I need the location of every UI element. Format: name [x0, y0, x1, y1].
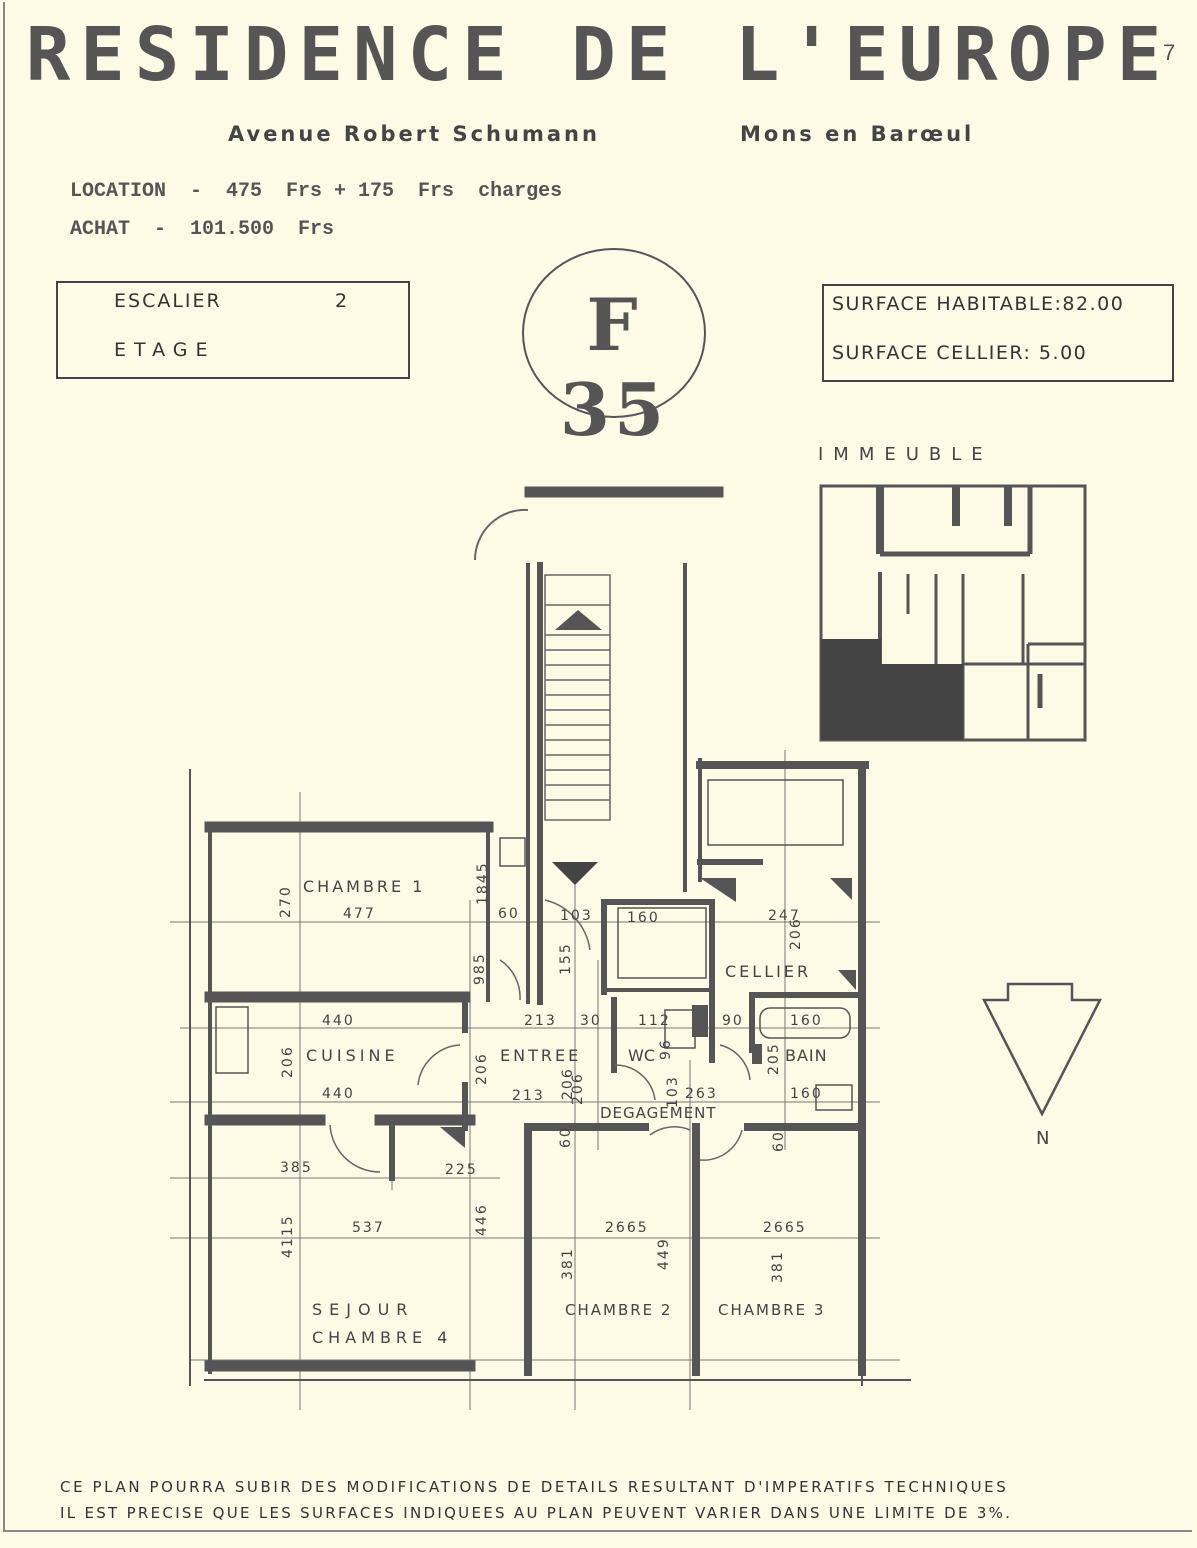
dim-label: 103 — [560, 908, 593, 924]
kitchen-sink-icon — [215, 1006, 249, 1074]
dim-label: 30 — [580, 1013, 602, 1029]
surface-box — [822, 284, 1174, 382]
storage-box — [707, 779, 844, 846]
dim-label: 247 — [768, 908, 801, 924]
escalier-label: ESCALIER — [114, 290, 222, 312]
apartment-type: F 35 — [559, 282, 669, 452]
dim-label: 440 — [322, 1013, 355, 1029]
staircase — [544, 574, 611, 821]
escalier-value: 2 — [335, 290, 350, 312]
dim-label: 60 — [771, 1130, 787, 1152]
walls — [189, 486, 911, 1386]
dim-label: 206 — [280, 1045, 296, 1078]
room-chambre1: CHAMBRE 1 — [303, 877, 425, 896]
dim-label: 225 — [445, 1162, 478, 1178]
dim-label: 206 — [560, 1067, 576, 1100]
apartment-type-stamp — [522, 248, 706, 418]
city: Mons en Barœul — [740, 122, 975, 146]
dim-label: 385 — [280, 1160, 313, 1176]
dim-label: 60 — [498, 906, 520, 922]
ducts — [440, 878, 856, 1148]
immeuble-label: IMMEUBLE — [818, 444, 993, 465]
surface-habitable: SURFACE HABITABLE:82.00 — [832, 293, 1125, 315]
dim-label: 985 — [472, 952, 488, 985]
north-arrow-icon — [981, 982, 1103, 1117]
dim-label: 381 — [560, 1247, 576, 1280]
purchase-price: ACHAT - 101.500 Frs — [70, 218, 335, 241]
landing-door-swing — [473, 508, 529, 561]
key-plan-highlight — [821, 639, 881, 740]
room-entree: ENTREE — [500, 1046, 581, 1065]
document-title: RESIDENCE DE L'EUROPE — [25, 12, 1172, 98]
dim-label: 206 — [570, 1072, 586, 1105]
fixtures — [215, 779, 853, 1111]
etage-label: ETAGE — [114, 339, 216, 361]
page-number: 7 — [1163, 40, 1176, 65]
dim-label: 160 — [790, 1086, 823, 1102]
dim-label: 155 — [558, 942, 574, 975]
dim-label: 1845 — [475, 861, 491, 905]
north-label: N — [1036, 1128, 1050, 1149]
room-sejour: SEJOUR — [312, 1300, 414, 1319]
dim-label: 103 — [665, 1075, 681, 1108]
room-chambre3: CHAMBRE 3 — [718, 1301, 825, 1319]
dim-label: 112 — [638, 1013, 671, 1029]
dimension-lines — [170, 750, 900, 1410]
dim-label: 4115 — [280, 1214, 296, 1258]
dim-label: 213 — [524, 1013, 557, 1029]
stair-up-arrow-icon — [555, 610, 602, 630]
entrance-arrow-icon — [552, 862, 598, 885]
dim-label: 96 — [658, 1038, 674, 1060]
disclaimer-line-1: CE PLAN POURRA SUBIR DES MODIFICATIONS D… — [60, 1478, 1009, 1496]
room-chambre4: CHAMBRE 4 — [312, 1328, 452, 1347]
dim-label: 263 — [685, 1086, 718, 1102]
dim-label: 60 — [558, 1126, 574, 1148]
disclaimer-line-2: IL EST PRECISE QUE LES SURFACES INDIQUEE… — [60, 1504, 1013, 1522]
dim-label: 449 — [656, 1237, 672, 1270]
bathtub-icon — [759, 1007, 851, 1039]
dim-label: 2665 — [763, 1220, 807, 1236]
street-address: Avenue Robert Schumann — [228, 122, 600, 146]
key-plan-highlight — [881, 664, 963, 740]
dim-label: 477 — [343, 906, 376, 922]
room-chambre2: CHAMBRE 2 — [565, 1301, 672, 1319]
page-border — [3, 2, 1192, 1532]
rental-price: LOCATION - 475 Frs + 175 Frs charges — [70, 180, 563, 203]
dim-label: 2665 — [605, 1220, 649, 1236]
dim-label: 90 — [722, 1013, 744, 1029]
room-bain: BAIN — [785, 1046, 828, 1065]
heater-icon — [617, 907, 707, 979]
dim-label: 446 — [474, 1203, 490, 1236]
room-degagement: DEGAGEMENT — [600, 1104, 717, 1122]
surface-cellier: SURFACE CELLIER: 5.00 — [832, 342, 1088, 364]
dim-label: 160 — [790, 1013, 823, 1029]
bathroom-sink-icon — [815, 1084, 853, 1111]
building-key-plan — [819, 484, 1087, 742]
room-wc: WC — [628, 1046, 655, 1065]
dim-label: 270 — [278, 885, 294, 918]
door-swings — [329, 899, 751, 1173]
washbasin-icon — [499, 837, 526, 867]
dim-label: 440 — [322, 1086, 355, 1102]
stair-floor-box — [56, 281, 410, 379]
dim-label: 206 — [788, 917, 804, 950]
room-cuisine: CUISINE — [306, 1046, 399, 1065]
dim-label: 537 — [352, 1220, 385, 1236]
dim-label: 213 — [512, 1088, 545, 1104]
dim-label: 206 — [474, 1052, 490, 1085]
room-cellier: CELLIER — [725, 962, 811, 981]
dim-label: 381 — [770, 1250, 786, 1283]
dim-label: 205 — [766, 1042, 782, 1075]
dim-label: 160 — [627, 910, 660, 926]
